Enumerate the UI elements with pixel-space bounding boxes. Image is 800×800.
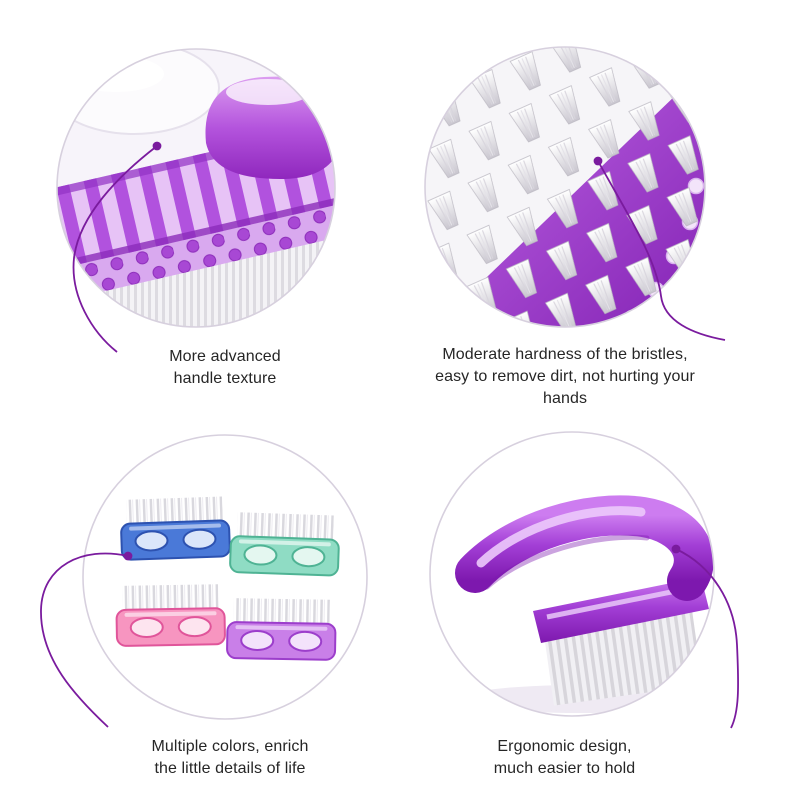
ergonomic-handle-photo [429,431,715,717]
bristles-closeup-photo [424,46,706,328]
photo-bubble-ergonomic-design [429,431,715,717]
caption-handle-texture: More advanced handle texture [169,348,281,388]
pink-brush [115,584,226,647]
color-set-photo [82,434,368,720]
purple-brush [226,598,337,661]
photo-bubble-bristle-hardness [424,46,706,328]
caption-ergonomic-design: Ergonomic design, much easier to hold [493,738,636,778]
green-brush [229,512,340,577]
caption-bristle-hardness: Moderate hardness of the bristles, easy … [435,346,695,408]
photo-bubble-handle-texture [56,48,336,328]
photo-bubble-multiple-colors [82,434,368,720]
caption-multiple-colors: Multiple colors, enrich the little detai… [151,738,309,778]
handle-texture-photo [56,48,336,328]
blue-brush [120,496,231,561]
